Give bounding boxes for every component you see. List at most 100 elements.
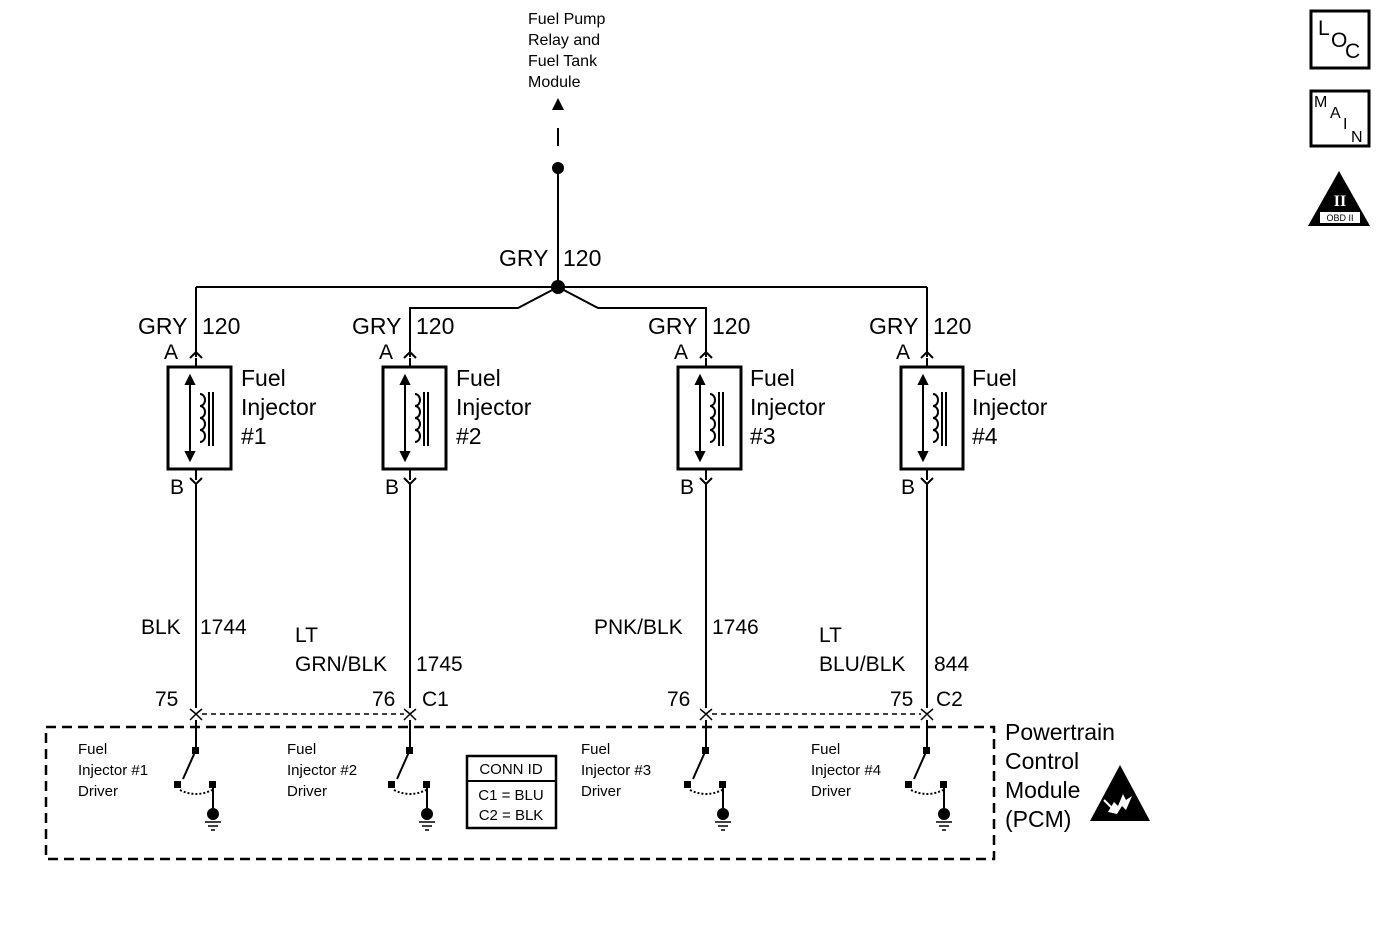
- pcm-boundary: [44, 725, 996, 861]
- driver-1-line-2: Injector #1: [78, 762, 148, 779]
- conn-id-table: CONN ID C1 = BLU C2 = BLK: [465, 754, 558, 830]
- injector-3-feed-color: GRY: [648, 313, 697, 339]
- solenoid-coil-icon: [399, 373, 429, 463]
- injector-2-out-color-1: LT: [295, 624, 318, 647]
- injector-4-feed-color: GRY: [869, 313, 918, 339]
- driver-4-line-3: Driver: [811, 783, 851, 800]
- feed-wiring: [195, 168, 928, 357]
- injector-2-out-circuit: 1745: [416, 653, 463, 676]
- driver-3-line-2: Injector #3: [581, 762, 651, 779]
- destination-line-2: Relay and: [528, 32, 600, 49]
- injector-3-name-1: Fuel: [750, 365, 795, 391]
- injector-1-name-3: #1: [241, 423, 267, 449]
- injector-4-pcm-pin: 75: [890, 688, 913, 711]
- destination-line-3: Fuel Tank: [528, 53, 598, 70]
- switch-icon: [905, 720, 947, 808]
- connector-icon: [699, 350, 713, 359]
- switch-icon: [684, 720, 726, 808]
- injector-2-pcm-pin: 76: [372, 688, 395, 711]
- injector-3-pcm-pin: 76: [667, 688, 690, 711]
- injector-1-out-color-2: BLK: [141, 616, 181, 639]
- injector-1-feed-circuit: 120: [202, 313, 240, 339]
- injector-2-name-3: #2: [456, 423, 482, 449]
- conn-id-header: CONN ID: [479, 761, 543, 778]
- obd-ii-icon[interactable]: II OBD II: [1308, 171, 1370, 226]
- driver-1-line-1: Fuel: [78, 741, 107, 758]
- injector-3-name-3: #3: [750, 423, 776, 449]
- destination-line-4: Module: [528, 74, 581, 91]
- ground-icon: [717, 808, 729, 820]
- injector-1-name-2: Injector: [241, 394, 317, 420]
- arrow-up-icon: [552, 98, 564, 110]
- fuel-pump-relay-destination: Fuel Pump Relay and Fuel Tank Module: [528, 11, 605, 174]
- injector-2-feed-circuit: 120: [416, 313, 454, 339]
- pcm-label-line-4: (PCM): [1005, 806, 1071, 832]
- driver-3: Fuel Injector #3 Driver: [581, 720, 731, 831]
- pcm-label-line-3: Module: [1005, 777, 1080, 803]
- pcm-label-line-2: Control: [1005, 748, 1079, 774]
- connector-c2-label: C2: [936, 688, 963, 711]
- injector-4-out-color-2: BLU/BLK: [819, 653, 905, 676]
- injector-2-terminal-a: A: [379, 341, 393, 364]
- injector-3-out-color-2: PNK/BLK: [594, 616, 683, 639]
- injector-1-terminal-a: A: [164, 341, 178, 364]
- solenoid-coil-icon: [917, 373, 947, 463]
- injector-1: GRY 120 A Fuel Injector #1 B BLK 1744 75: [138, 313, 317, 711]
- pcm-connector-pins: [189, 708, 934, 721]
- main-icon[interactable]: M A I N: [1309, 89, 1371, 148]
- ground-icon: [207, 808, 219, 820]
- injector-2-terminal-b: B: [385, 476, 399, 499]
- pcm-label-line-1: Powertrain: [1005, 719, 1115, 745]
- injector-3-terminal-a: A: [674, 341, 688, 364]
- injector-2-out-color-2: GRN/BLK: [295, 653, 387, 676]
- solenoid-coil-icon: [184, 373, 214, 463]
- ground-icon: [938, 808, 950, 820]
- feed-wire-color: GRY: [499, 245, 548, 271]
- loc-letter-1: L: [1318, 17, 1330, 40]
- injector-1-box: [166, 365, 233, 471]
- esd-warning-icon: [1090, 765, 1150, 821]
- injector-2-name-1: Fuel: [456, 365, 501, 391]
- driver-2-line-1: Fuel: [287, 741, 316, 758]
- injector-1-out-circuit: 1744: [200, 616, 247, 639]
- loc-letter-3: C: [1345, 40, 1360, 63]
- loc-icon[interactable]: L O C: [1309, 9, 1371, 70]
- obd-roman-label: II: [1334, 193, 1346, 210]
- switch-icon: [388, 720, 430, 808]
- injector-4-terminal-a: A: [896, 341, 910, 364]
- destination-line-1: Fuel Pump: [528, 11, 605, 28]
- injector-1-name-1: Fuel: [241, 365, 286, 391]
- main-letter-2: A: [1330, 105, 1341, 122]
- driver-4-line-1: Fuel: [811, 741, 840, 758]
- conn-id-row-1: C1 = BLU: [478, 787, 543, 804]
- obd-caption: OBD II: [1326, 213, 1353, 223]
- injector-4-name-3: #4: [972, 423, 998, 449]
- connector-icon: [403, 350, 417, 359]
- injector-4-box: [899, 365, 965, 471]
- solenoid-coil-icon: [694, 373, 724, 463]
- main-letter-4: N: [1351, 129, 1363, 146]
- injector-4: GRY 120 A Fuel Injector #4 B LT BLU/BLK …: [819, 313, 1048, 711]
- connector-icon: [920, 350, 934, 359]
- injector-3-feed-circuit: 120: [712, 313, 750, 339]
- main-letter-1: M: [1314, 94, 1327, 111]
- injector-1-terminal-b: B: [170, 476, 184, 499]
- driver-3-line-3: Driver: [581, 783, 621, 800]
- driver-1-line-3: Driver: [78, 783, 118, 800]
- driver-4-line-2: Injector #4: [811, 762, 881, 779]
- driver-2: Fuel Injector #2 Driver: [287, 720, 435, 831]
- injector-1-feed-color: GRY: [138, 313, 187, 339]
- loc-letter-2: O: [1331, 29, 1347, 52]
- pcm-label: Powertrain Control Module (PCM): [1005, 719, 1115, 832]
- switch-icon: [174, 720, 216, 808]
- injector-4-feed-circuit: 120: [933, 313, 971, 339]
- connector-icon: [189, 350, 203, 359]
- driver-2-line-2: Injector #2: [287, 762, 357, 779]
- driver-3-line-1: Fuel: [581, 741, 610, 758]
- injector-1-pcm-pin: 75: [155, 688, 178, 711]
- injector-3-box: [676, 365, 743, 471]
- ground-icon: [421, 808, 433, 820]
- main-letter-3: I: [1343, 116, 1347, 133]
- injector-2-box: [381, 365, 448, 471]
